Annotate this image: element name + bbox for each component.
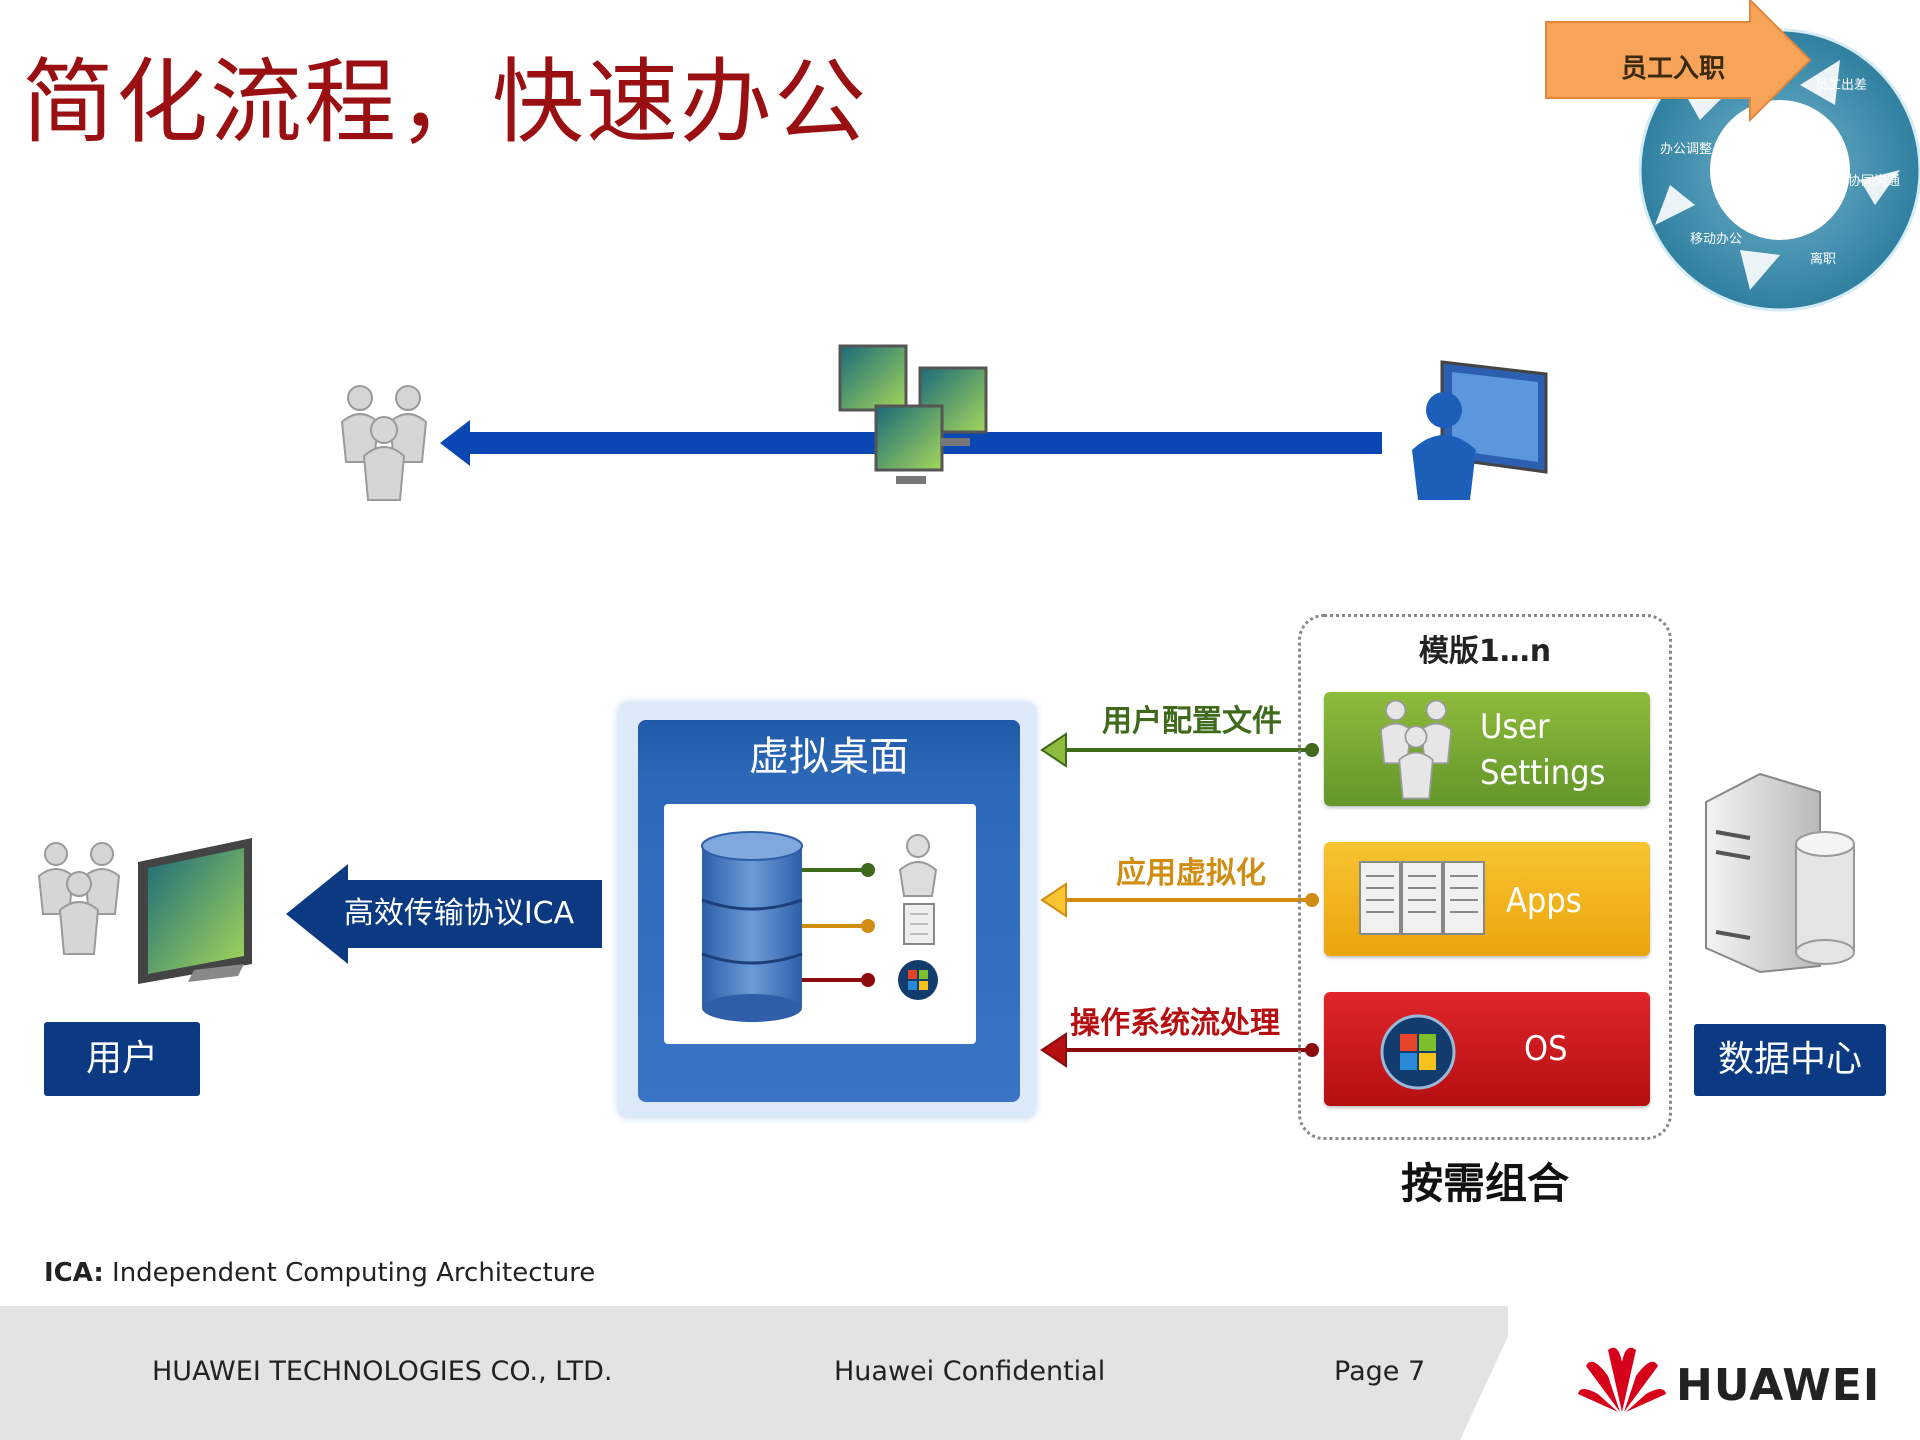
cycle-highlight-label: 员工入职 bbox=[1620, 54, 1725, 84]
connector-label-app-virtualization: 应用虚拟化 bbox=[1116, 856, 1266, 891]
os-label: OS bbox=[1524, 1029, 1568, 1069]
cycle-item: 离职 bbox=[1810, 252, 1837, 267]
footnote-term: ICA: bbox=[44, 1258, 104, 1288]
users-group-icon bbox=[37, 842, 121, 955]
database-icon bbox=[701, 831, 938, 1022]
on-demand-label: 按需组合 bbox=[1400, 1159, 1569, 1208]
footnote-definition: Independent Computing Architecture bbox=[103, 1258, 596, 1288]
connector-label-user-profile: 用户配置文件 bbox=[1102, 704, 1282, 739]
server-icon bbox=[1705, 772, 1855, 974]
app-documents-icon bbox=[1359, 861, 1485, 935]
users-group-icon bbox=[340, 385, 428, 501]
user-settings-label-line2: Settings bbox=[1480, 753, 1606, 793]
monitors-icon bbox=[838, 344, 988, 484]
template-group bbox=[1298, 614, 1672, 1140]
cycle-item: 移动办公 bbox=[1690, 232, 1743, 247]
protocol-label: 高效传输协议ICA bbox=[343, 896, 575, 931]
users-group-icon bbox=[1379, 699, 1453, 800]
connector-arrows bbox=[1040, 732, 1319, 1068]
windows-icon bbox=[1380, 1014, 1456, 1090]
virtual-desktop-title: 虚拟桌面 bbox=[749, 734, 909, 780]
monitor-icon bbox=[138, 838, 252, 984]
user-label: 用户 bbox=[44, 1022, 200, 1096]
document-icon bbox=[903, 903, 935, 945]
ica-arrow bbox=[286, 864, 602, 964]
highlight-arrow bbox=[1545, 0, 1812, 123]
footnote: ICA: Independent Computing Architecture bbox=[44, 1258, 595, 1288]
template-title: 模版1…n bbox=[1418, 634, 1552, 669]
admin-user-icon bbox=[1412, 360, 1548, 500]
footer-page: Page 7 bbox=[1334, 1356, 1426, 1387]
apps-label: Apps bbox=[1506, 881, 1582, 921]
person-icon bbox=[898, 834, 938, 897]
page-title: 简化流程，快速办公 bbox=[22, 49, 869, 156]
huawei-wordmark: HUAWEI bbox=[1676, 1360, 1881, 1411]
onboarding-cycle-graphic bbox=[1638, 28, 1920, 312]
datacenter-label: 数据中心 bbox=[1694, 1024, 1886, 1096]
user-settings-label-line1: User bbox=[1480, 707, 1550, 747]
footer-confidential: Huawei Confidential bbox=[834, 1356, 1106, 1387]
huawei-logo-icon bbox=[1578, 1347, 1666, 1412]
cycle-item: 办公调整 bbox=[1660, 142, 1713, 157]
os-box bbox=[1324, 992, 1650, 1106]
footer-company: HUAWEI TECHNOLOGIES CO., LTD. bbox=[152, 1356, 613, 1387]
connector-label-os-streaming: 操作系统流处理 bbox=[1070, 1006, 1280, 1041]
windows-icon bbox=[898, 960, 938, 1000]
cycle-item: 协同沟通 bbox=[1848, 174, 1901, 189]
cycle-item: 员工出差 bbox=[1815, 78, 1868, 93]
user-settings-box bbox=[1324, 692, 1650, 806]
